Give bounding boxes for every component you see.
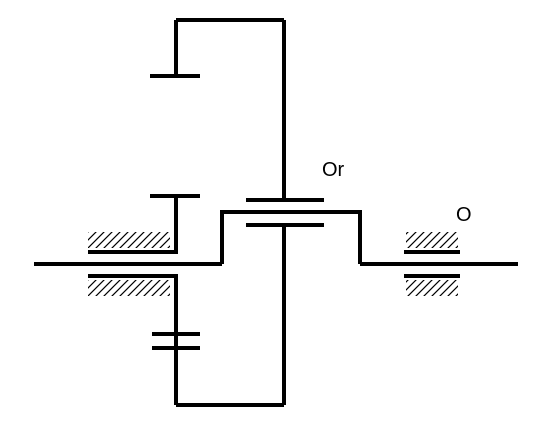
planet-carrier bbox=[220, 210, 362, 264]
left-upper-bearing-hatch bbox=[88, 232, 170, 248]
main-axis-label: O bbox=[456, 204, 472, 226]
carrier-axis-label: Or bbox=[322, 159, 345, 181]
ground-hatching bbox=[88, 232, 458, 296]
right-lower-bearing-hatch bbox=[406, 280, 458, 296]
right-upper-bearing-hatch bbox=[406, 232, 458, 248]
left-lower-bearing-hatch bbox=[88, 280, 170, 296]
